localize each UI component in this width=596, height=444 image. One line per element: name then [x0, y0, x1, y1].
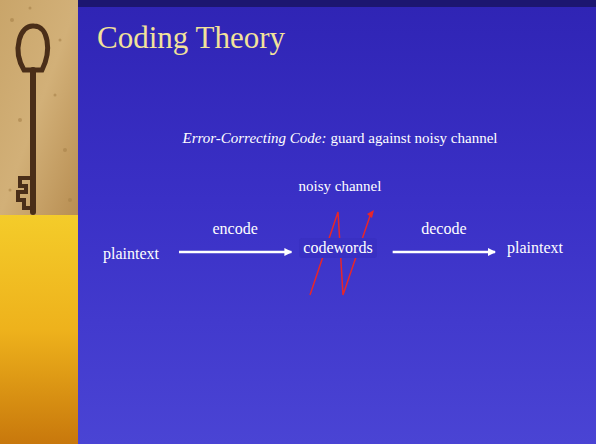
gold-strip [0, 215, 78, 444]
text-node: plaintext [99, 244, 163, 264]
top-bar [0, 0, 596, 7]
sand-texture [9, 7, 73, 203]
key-illustration [18, 26, 48, 212]
node-text: plaintext [103, 245, 159, 262]
flow-arrow [179, 251, 291, 254]
edge-label: decode [421, 220, 466, 238]
subtitle-text: guard against noisy channel [330, 130, 497, 146]
text-node: plaintext [503, 238, 567, 258]
node-text: codewords [303, 239, 372, 256]
node-text: plaintext [507, 239, 563, 256]
subtitle-line: Error-Correcting Code:guard against nois… [182, 130, 497, 147]
channel-label: noisy channel [299, 178, 382, 195]
edge-label: encode [213, 220, 258, 238]
slide-title: Coding Theory [97, 20, 285, 56]
flow-arrow [393, 251, 495, 254]
subtitle-term: Error-Correcting Code: [182, 130, 326, 146]
key-photo [0, 0, 78, 215]
text-node: codewords [299, 238, 376, 258]
